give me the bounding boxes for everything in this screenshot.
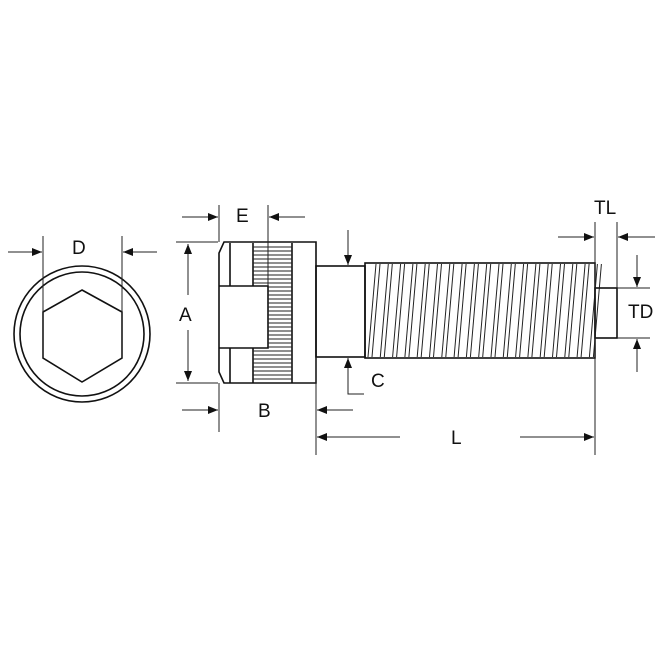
screw-head xyxy=(218,241,317,384)
label-l: L xyxy=(451,428,462,449)
hex-socket-icon xyxy=(42,289,123,383)
screw-thread xyxy=(364,262,618,359)
label-a: A xyxy=(179,305,192,326)
end-view: D xyxy=(8,236,157,403)
label-td: TD xyxy=(628,302,653,323)
label-tl: TL xyxy=(594,198,616,219)
label-d: D xyxy=(72,238,86,259)
label-e: E xyxy=(236,206,249,227)
head-inner-circle xyxy=(19,271,145,397)
label-b: B xyxy=(258,401,271,422)
knurl-lines xyxy=(253,246,292,380)
screw-shank xyxy=(315,265,366,358)
label-c: C xyxy=(371,371,385,392)
dimensions: E A B C L TL TD xyxy=(176,198,655,455)
head-outer-circle xyxy=(13,265,151,403)
